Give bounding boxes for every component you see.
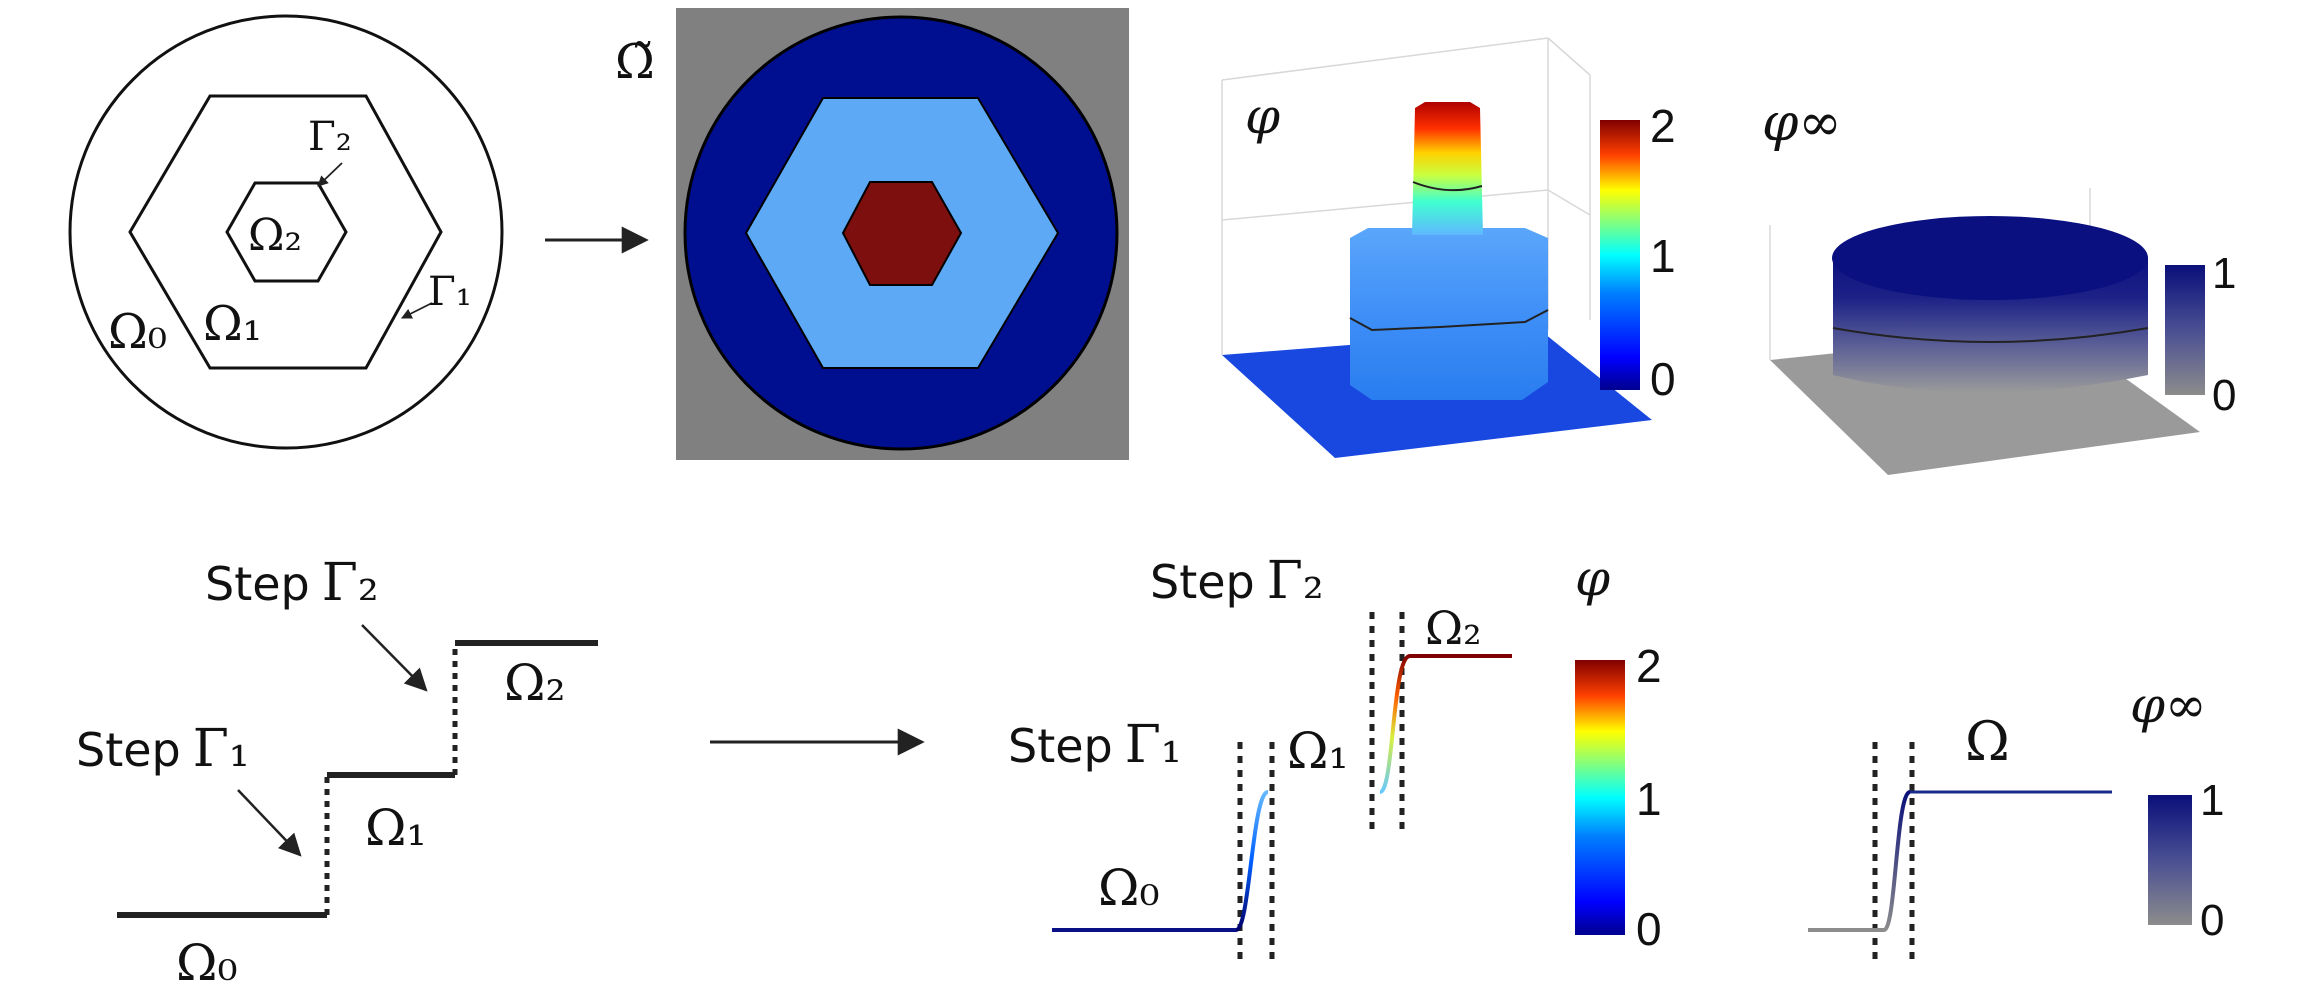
step1-profile-label: Step Γ₁	[1008, 715, 1182, 775]
phi-3d-tick-1: 1	[1650, 230, 1676, 282]
step-profile: Step Γ₂ Step Γ₁ Ω₀ Ω₁ Ω₂ φ 2 1 0	[1008, 549, 1662, 960]
step-sketch-omega2: Ω₂	[504, 654, 566, 712]
phi-inf-profile-omega: Ω	[1965, 710, 2010, 773]
step-sketch: Step Γ₂ Step Γ₁ Ω₀ Ω₁ Ω₂	[76, 553, 598, 992]
step-sketch-omega0: Ω₀	[176, 934, 238, 992]
step-sketch-omega1: Ω₁	[365, 799, 427, 857]
phi-3d-tick-0: 0	[1650, 353, 1676, 405]
phi-3d-panel: 2 1 0 φ	[1221, 37, 1676, 458]
phi-3d-label: φ	[1245, 87, 1280, 145]
label-omega2: Ω₂	[248, 210, 302, 261]
step2-sketch-label: Step Γ₂	[205, 553, 379, 613]
phi-profile-colorbar	[1575, 660, 1625, 935]
label-gamma1: Γ₁	[428, 269, 472, 315]
profile-omega2: Ω₂	[1425, 601, 1482, 655]
phi-inf-profile-tick-1: 1	[2200, 776, 2224, 825]
phi-3d-tick-2: 2	[1650, 100, 1676, 152]
phi-profile-tick-1: 1	[1636, 773, 1662, 825]
gamma1-hexagon	[128, 94, 443, 370]
label-omega-tilde: Ω̃	[615, 34, 655, 90]
gamma2-pointer-arrow	[317, 162, 343, 187]
label-omega1: Ω₁	[203, 296, 262, 352]
phi-profile-tick-0: 0	[1636, 903, 1662, 955]
phi-profile-step2	[1378, 654, 1411, 794]
phi-step1-column	[1350, 228, 1548, 400]
phi-inf-profile-colorbar	[2148, 795, 2192, 925]
phi-inf-3d-panel: 1 0 φ∞	[1762, 93, 2236, 475]
phi-3d-colorbar	[1600, 120, 1640, 390]
label-omega0: Ω₀	[108, 304, 167, 360]
phi-inf-3d-label: φ∞	[1762, 93, 1842, 153]
phi-inf-3d-tick-0: 0	[2212, 371, 2236, 420]
phi-step2-peak	[1412, 102, 1483, 235]
phi-inf-profile-step	[1882, 790, 1912, 932]
phi-inf-3d-colorbar	[2165, 265, 2205, 395]
phi-inf-profile-colorbar-label: φ∞	[2130, 676, 2207, 734]
phi-inf-profile: Ω φ∞ 1 0	[1808, 676, 2224, 960]
step1-sketch-arrow	[237, 789, 302, 857]
outer-boundary-circle	[68, 14, 504, 450]
extended-domain-panel: Ω̃	[615, 8, 1129, 460]
phi-inf-drum-top	[1832, 216, 2148, 300]
phi-profile-tick-2: 2	[1636, 640, 1662, 692]
domain-sketch: Ω₂ Γ₂ Γ₁ Ω₀ Ω₁	[68, 14, 504, 450]
extended-domain-inner-hexagon	[841, 181, 963, 286]
phi-inf-3d-tick-1: 1	[2212, 249, 2236, 298]
phi-profile-step1	[1234, 790, 1270, 932]
step1-sketch-label: Step Γ₁	[76, 719, 250, 779]
gamma1-pointer-arrow	[401, 302, 433, 319]
phi-inf-profile-tick-0: 0	[2200, 896, 2224, 945]
phi-profile-colorbar-label: φ	[1575, 549, 1610, 607]
step2-sketch-arrow	[361, 624, 428, 692]
label-gamma2: Γ₂	[308, 114, 352, 160]
profile-omega1: Ω₁	[1287, 722, 1349, 780]
step2-profile-label: Step Γ₂	[1150, 551, 1324, 611]
profile-omega0: Ω₀	[1098, 859, 1160, 917]
